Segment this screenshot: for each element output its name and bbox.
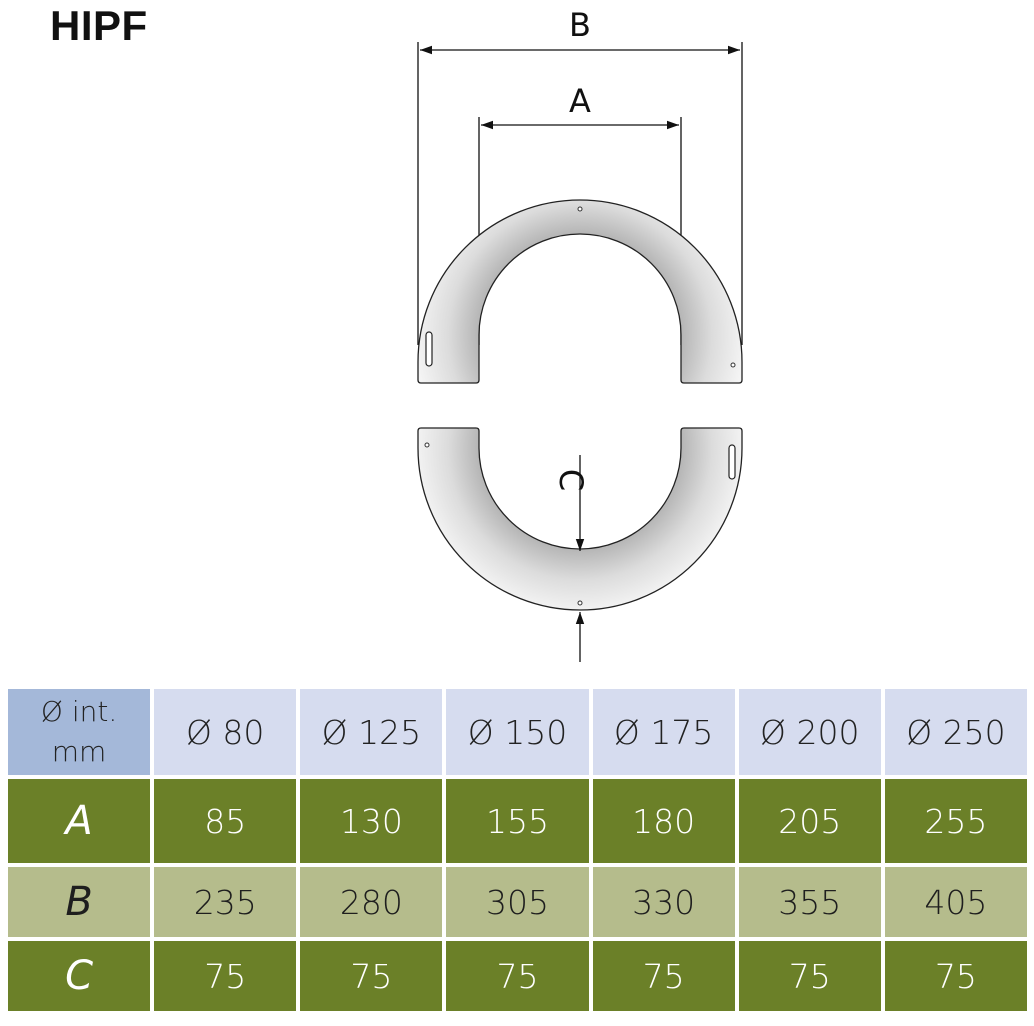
table-row-a: A 85 130 155 180 205 255: [8, 779, 1027, 863]
diameter-header: Ø 150: [446, 689, 589, 775]
dimension-c-label: C: [552, 469, 590, 491]
diameter-header: Ø 200: [738, 689, 881, 775]
dimension-c: C: [552, 455, 590, 662]
table-cell: 255: [884, 779, 1027, 863]
diameter-header: Ø 250: [884, 689, 1027, 775]
table-cell: 75: [592, 941, 735, 1011]
bottom-half-ring: [417, 427, 743, 611]
table-cell: 235: [154, 867, 297, 937]
row-label-c: C: [8, 941, 151, 1011]
slot-right-bottom: [728, 444, 736, 480]
table-cell: 75: [738, 941, 881, 1011]
dimension-b: B: [417, 6, 743, 345]
row-label-a: A: [8, 779, 151, 863]
dimension-a-label: A: [569, 82, 591, 120]
table-cell: 205: [738, 779, 881, 863]
diameter-header: Ø 80: [154, 689, 297, 775]
table-header-row: Ø int. mm Ø 80 Ø 125 Ø 150 Ø 175 Ø 200 Ø…: [8, 689, 1027, 775]
diameter-header: Ø 175: [592, 689, 735, 775]
table-cell: 305: [446, 867, 589, 937]
table-cell: 75: [884, 941, 1027, 1011]
corner-line-2: mm: [51, 735, 107, 768]
table-cell: 155: [446, 779, 589, 863]
table-cell: 280: [300, 867, 443, 937]
row-label-b: B: [8, 867, 151, 937]
table-cell: 405: [884, 867, 1027, 937]
product-title: HIPF: [50, 2, 148, 49]
table-cell: 75: [446, 941, 589, 1011]
dimension-b-label: B: [569, 6, 591, 44]
table-cell: 130: [300, 779, 443, 863]
corner-header: Ø int. mm: [8, 689, 151, 775]
table-cell: 75: [300, 941, 443, 1011]
technical-drawing: B A C: [417, 6, 743, 662]
slot-left-top: [425, 331, 433, 367]
table-cell: 355: [738, 867, 881, 937]
table-cell: 330: [592, 867, 735, 937]
diameter-header: Ø 125: [300, 689, 443, 775]
table-cell: 85: [154, 779, 297, 863]
top-half-ring: [417, 199, 743, 384]
table-cell: 75: [154, 941, 297, 1011]
table-row-c: C 75 75 75 75 75 75: [8, 941, 1027, 1011]
corner-line-1: Ø int.: [40, 695, 118, 728]
dimensions-table: Ø int. mm Ø 80 Ø 125 Ø 150 Ø 175 Ø 200 Ø…: [4, 685, 1031, 1015]
table-row-b: B 235 280 305 330 355 405: [8, 867, 1027, 937]
table-cell: 180: [592, 779, 735, 863]
